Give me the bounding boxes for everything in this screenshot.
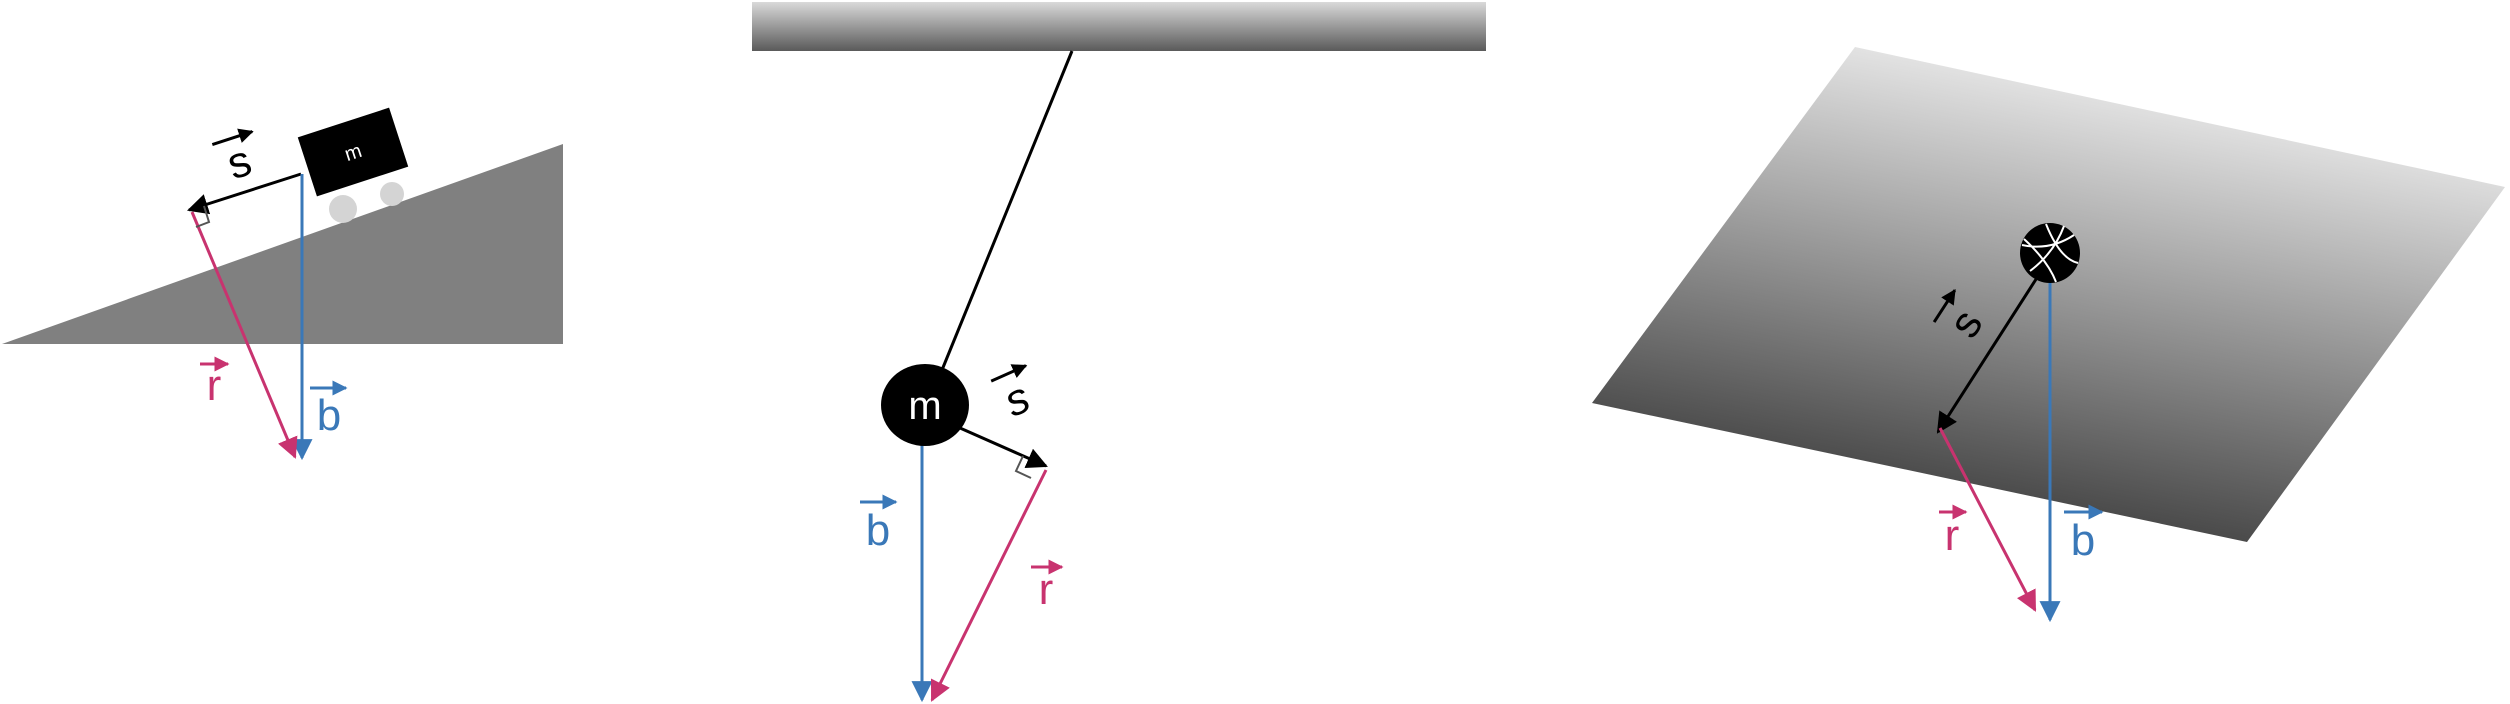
volleyball-icon xyxy=(2020,223,2080,283)
plane-vector-s xyxy=(1936,272,2042,434)
ball-seams xyxy=(2021,223,2079,283)
incline-s-label-group: s xyxy=(211,128,257,189)
pendulum-s-label: s xyxy=(997,373,1037,427)
pendulum-bob xyxy=(881,364,969,446)
pendulum-r-label: r xyxy=(1039,565,1054,614)
incline-s-label: s xyxy=(221,136,257,189)
pendulum-right-angle xyxy=(1014,455,1032,479)
pendulum-s-label-group: s xyxy=(990,364,1037,427)
incline-panel: m s r b xyxy=(2,107,563,461)
pendulum-mass-label: m xyxy=(908,384,941,428)
incline-right-angle xyxy=(195,205,211,228)
pendulum-b-label: b xyxy=(866,506,890,555)
pendulum-s-over-arrow xyxy=(990,364,1028,383)
pendulum-panel: m s b r xyxy=(752,2,1486,703)
incline-s-over-arrow xyxy=(211,128,254,146)
plane-s-over-arrow xyxy=(1932,288,1957,323)
plane-r-label: r xyxy=(1945,511,1960,560)
cart-wheel-front xyxy=(329,195,357,223)
ceiling xyxy=(752,2,1486,51)
plane-vector-r xyxy=(1938,427,2037,612)
incline-r-label: r xyxy=(207,361,222,410)
incline-vector-r xyxy=(190,211,298,459)
pendulum-vector-s xyxy=(959,426,1048,468)
block-body xyxy=(297,107,409,197)
block-mass-label: m xyxy=(342,140,365,166)
inclined-plane xyxy=(2,144,563,344)
cart-wheels xyxy=(329,182,404,223)
cart-wheel-rear xyxy=(380,182,404,206)
pendulum-string xyxy=(940,50,1074,371)
incline-b-label: b xyxy=(317,391,341,440)
incline-vector-s xyxy=(187,172,302,215)
plane-b-label: b xyxy=(2071,516,2095,565)
plane-panel: s r b xyxy=(1592,47,2505,623)
block: m xyxy=(297,107,409,197)
pendulum-vector-r xyxy=(930,469,1048,702)
